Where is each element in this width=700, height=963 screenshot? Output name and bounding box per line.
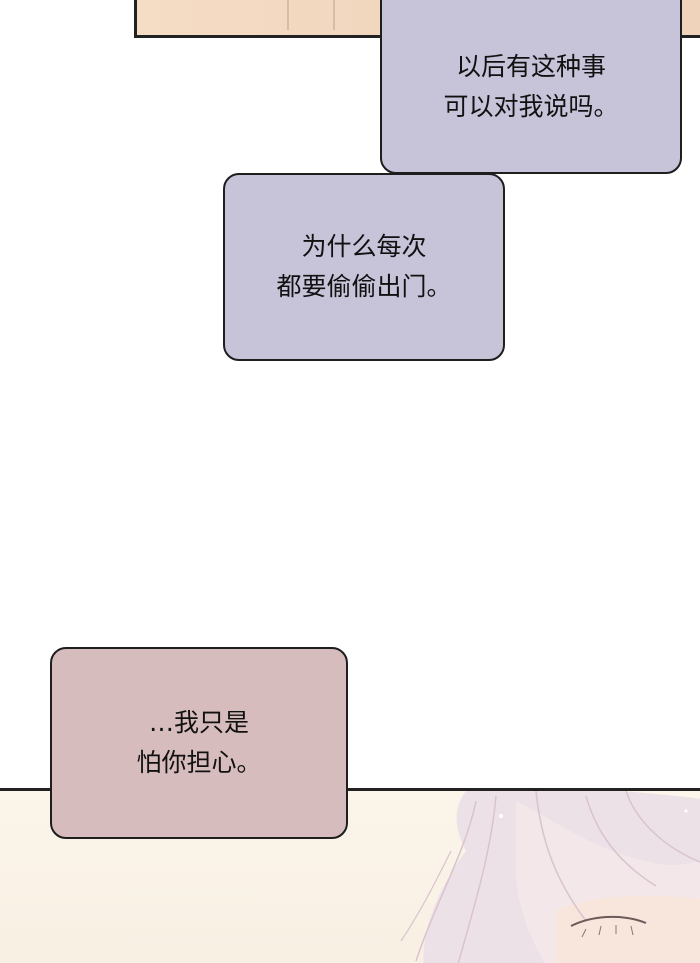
speech-line: 怕你担心。 [136,748,262,777]
hair-strand [287,0,289,30]
speech-text: 以后有这种事 可以对我说吗。 [443,37,618,127]
speech-line: 以后有这种事 [455,52,606,81]
speech-line: …我只是 [148,708,249,737]
character-artwork [400,791,700,963]
speech-text: 为什么每次 都要偷偷出门。 [276,227,451,307]
speech-bubble: 为什么每次 都要偷偷出门。 [223,173,505,361]
speech-line: 可以对我说吗。 [443,92,619,121]
speech-line: 为什么每次 [301,232,427,261]
speech-bubble: …我只是 怕你担心。 [50,647,348,839]
speech-bubble: 以后有这种事 可以对我说吗。 [380,0,682,174]
speech-line: 都要偷偷出门。 [276,272,452,301]
speech-text: …我只是 怕你担心。 [136,703,261,783]
hair-strand [333,0,335,30]
